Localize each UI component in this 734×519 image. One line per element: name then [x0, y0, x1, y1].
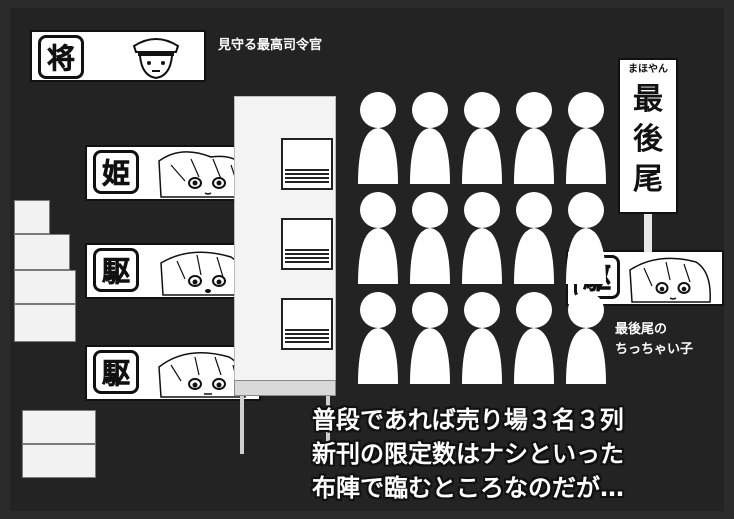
commander-banner: 将 — [30, 30, 206, 82]
princess-portrait — [158, 151, 248, 198]
commander-caption: 見守る最高司令官 — [218, 38, 323, 53]
destroyer-a-banner: 駆 — [85, 243, 261, 299]
sign-big-text: 最 後 尾 — [628, 80, 668, 200]
book-stripes — [285, 169, 329, 185]
cardboard-box — [22, 410, 96, 444]
book-stack — [281, 138, 333, 190]
sign-char: 尾 — [633, 162, 663, 197]
destroyer-tail-caption-line1: 最後尾の — [615, 322, 668, 337]
sign-char: 最 — [633, 82, 663, 117]
book-stack — [281, 218, 333, 270]
destroyer-b-portrait — [158, 352, 246, 398]
sign-char: 後 — [633, 122, 663, 157]
queue-row-1 — [358, 92, 606, 184]
cardboard-box — [14, 304, 76, 342]
caption-line: 普段であれば売り場３名３列 — [312, 406, 624, 434]
princess-badge: 姫 — [93, 150, 139, 194]
destroyer-tail-caption-line2: ちっちゃい子 — [615, 342, 694, 357]
book-stripes — [285, 329, 329, 345]
queue-silhouettes — [358, 92, 606, 384]
commander-portrait — [132, 38, 180, 80]
cardboard-box — [14, 234, 70, 270]
cardboard-box — [22, 444, 96, 478]
book-stripes — [285, 249, 329, 265]
narration-caption: 普段であれば売り場３名３列 新刊の限定数はナシといった 布陣で臨むところなのだが… — [312, 403, 722, 505]
sales-table-leg — [326, 396, 330, 454]
cardboard-box — [14, 200, 50, 234]
destroyer-a-portrait — [160, 251, 246, 296]
princess-banner: 姫 — [85, 145, 261, 201]
sales-table-front — [234, 380, 336, 396]
destroyer-tail-portrait — [629, 257, 711, 303]
caption-line: 新刊の限定数はナシといった — [312, 440, 624, 468]
queue-row-2 — [358, 192, 606, 284]
destroyer-b-badge: 駆 — [93, 350, 139, 394]
sign-small-text: まほやん — [628, 63, 668, 75]
destroyer-b-banner: 駆 — [85, 345, 261, 401]
cardboard-box — [14, 270, 76, 304]
sign-pole — [644, 214, 652, 252]
caption-line: 布陣で臨むところなのだが… — [312, 474, 624, 502]
book-stack — [281, 298, 333, 350]
destroyer-a-badge: 駆 — [93, 248, 139, 292]
end-of-line-sign — [618, 58, 678, 214]
commander-badge: 将 — [38, 35, 84, 79]
sales-table-leg — [240, 396, 244, 454]
queue-row-3 — [358, 292, 606, 384]
